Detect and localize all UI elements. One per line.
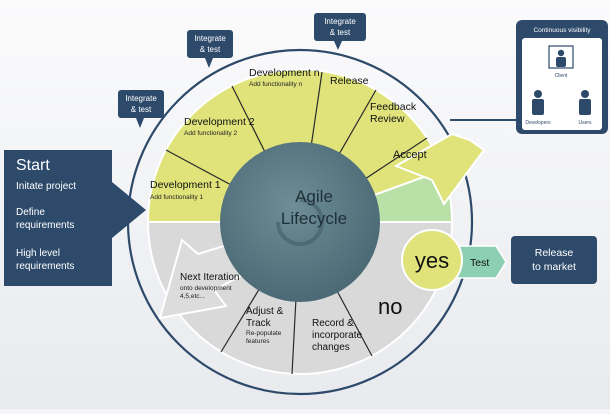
integrate-mid-line2: & test	[200, 45, 221, 54]
integrate-mid-line1: Integrate	[194, 34, 226, 43]
release-box-line2: to market	[532, 261, 576, 273]
client-person-icon	[548, 45, 574, 69]
release-box-line1: Release	[535, 247, 574, 259]
adjust-line1: Adjust &	[246, 306, 284, 317]
test-label: Test	[470, 257, 489, 269]
next-iteration-title: Next Iteration	[180, 272, 239, 283]
integrate-top-line1: Integrate	[324, 17, 356, 26]
start-panel	[4, 150, 146, 286]
start-item-3: requirements	[16, 220, 74, 231]
yes-bubble	[401, 229, 463, 291]
no-label: no	[378, 294, 402, 319]
start-item-2: Define	[16, 207, 45, 218]
adjust-sub2: features	[246, 338, 270, 345]
accept-label: Accept	[393, 149, 427, 161]
record-line1: Record &	[312, 318, 354, 329]
next-iteration-sub1: onto development	[180, 285, 232, 292]
start-item-4: High level	[16, 248, 60, 259]
role-client: Client	[555, 73, 568, 79]
dev1-sub: Add functionality 1	[150, 194, 204, 201]
integrate-top-line2: & test	[330, 28, 351, 37]
center-title-line2: Lifecycle	[281, 209, 347, 228]
record-line3: changes	[312, 342, 350, 353]
center-title-line1: Agile	[295, 187, 333, 206]
accept-arrow	[393, 132, 486, 206]
hub-swirl	[276, 198, 324, 246]
dev1-title: Development 1	[150, 179, 221, 191]
yes-label: yes	[415, 248, 449, 273]
start-title: Start	[16, 157, 50, 174]
user-person-icon	[579, 90, 591, 115]
dev2-sub: Add functionality 2	[184, 130, 238, 137]
adjust-line2: Track	[246, 318, 272, 329]
record-line2: incorporate	[312, 330, 362, 341]
adjust-sub1: Re-populate	[246, 330, 282, 337]
start-item-5: requirements	[16, 261, 74, 272]
role-developers: Developers	[525, 120, 551, 126]
role-users: Users	[578, 120, 592, 126]
developer-person-icon	[532, 90, 544, 115]
integrate-left-line1: Integrate	[125, 94, 157, 103]
feedback-line1: Feedback	[370, 101, 417, 113]
integrate-callout-top: Integrate & test	[314, 13, 366, 50]
dev2-title: Development 2	[184, 116, 255, 128]
center-hub	[220, 142, 380, 302]
release-segment-label: Release	[330, 75, 369, 87]
devn-title: Development n	[249, 67, 320, 79]
next-iteration-sub2: 4,5,etc...	[180, 293, 205, 300]
integrate-left-line2: & test	[131, 105, 152, 114]
visibility-title: Continuous visibility	[533, 27, 591, 34]
start-item-1: Initate project	[16, 181, 76, 192]
integrate-callout-left: Integrate & test	[118, 90, 164, 128]
devn-sub: Add functionality n	[249, 81, 303, 88]
feedback-line2: Review	[370, 113, 405, 125]
integrate-callout-mid: Integrate & test	[187, 30, 233, 68]
release-to-market-box	[511, 236, 597, 284]
